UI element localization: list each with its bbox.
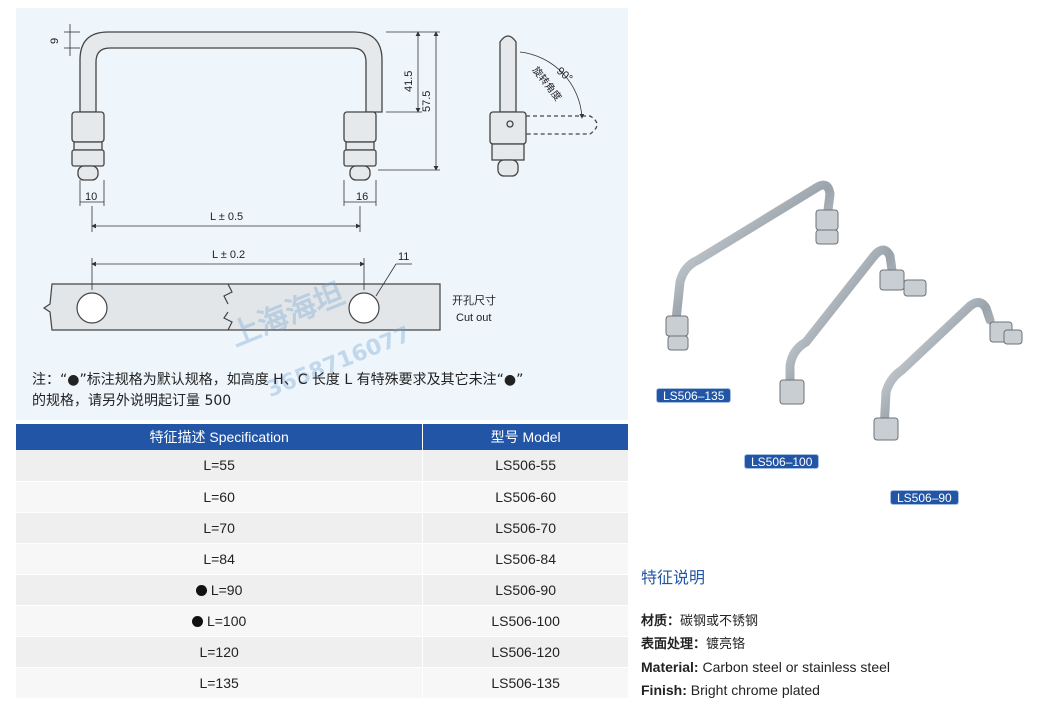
spec-value: L=55 (203, 457, 235, 474)
technical-drawing: 9 41.5 57.5 10 16 L ± 0.5 90° 旋转角度 L ± 0… (42, 24, 598, 331)
note-line-1: 注：“●”标注规格为默认规格，如高度 H、C 长度 L 有特殊要求及其它未注“●… (32, 372, 524, 388)
table-row: L=100 LS506-100 (16, 605, 628, 637)
model-cell: LS506-90 (422, 574, 628, 606)
material-cn-label: 材质： (641, 614, 681, 629)
drawing-panel (16, 8, 628, 420)
spec-value: L=120 (199, 643, 239, 660)
spec-cell: L=55 (16, 450, 424, 482)
model-cell: LS506-55 (422, 450, 628, 482)
cutout-label-cn: 开孔尺寸 (452, 294, 496, 307)
spec-value: L=60 (203, 488, 235, 505)
spec-cell: L=60 (16, 481, 424, 513)
spec-value: L=84 (203, 550, 235, 567)
handle-side-view (489, 35, 598, 177)
spec-cell: L=135 (16, 667, 424, 699)
dim-top-offset: 9 (49, 38, 61, 44)
table-row: L=84 LS506-84 (16, 543, 628, 575)
model-cell: LS506-70 (422, 512, 628, 544)
note-line-2: 的规格，请另外说明起订量 500 (32, 393, 232, 409)
spec-value: L=100 (206, 612, 247, 629)
spec-table: 特征描述 Specification 型号 Model L=55 LS506-55… (16, 424, 628, 699)
finish-cn-line: 表面处理：镀亮铬 (641, 633, 745, 652)
material-cn-value: 碳钢或不锈钢 (680, 614, 759, 629)
spec-cell: L=90 (16, 574, 424, 606)
product-photo (665, 180, 1023, 441)
model-cell: LS506-84 (422, 543, 628, 575)
dim-hole: 11 (398, 251, 409, 263)
table-row: L=70 LS506-70 (16, 512, 628, 544)
table-row: L=60 LS506-60 (16, 481, 628, 513)
material-en-line: Material: Carbon steel or stainless stee… (641, 659, 890, 675)
material-en-value: Carbon steel or stainless steel (702, 659, 891, 675)
spec-value: L=90 (210, 581, 243, 598)
photo-label-100: LS506–100 (744, 454, 820, 469)
material-en-label: Material: (641, 659, 699, 675)
model-cell: LS506-135 (422, 667, 628, 699)
spec-cell: L=100 (16, 605, 424, 637)
photo-label-90: LS506–90 (890, 490, 959, 505)
handle-front-view (71, 31, 383, 181)
finish-cn-label: 表面处理： (641, 637, 707, 652)
spec-cell: L=120 (16, 636, 424, 668)
header-model: 型号 Model (422, 424, 628, 450)
model-cell: LS506-60 (422, 481, 628, 513)
note-text: 注：“●”标注规格为默认规格，如高度 H、C 长度 L 有特殊要求及其它未注“●… (32, 370, 632, 412)
dim-length: L ± 0.5 (210, 211, 243, 223)
table-row: L=120 LS506-120 (16, 636, 628, 668)
material-cn-line: 材质：碳钢或不锈钢 (641, 610, 758, 629)
table-row: L=55 LS506-55 (16, 450, 628, 482)
default-dot-icon (191, 615, 203, 627)
dim-height-total: 57.5 (421, 91, 433, 112)
table-row: L=135 LS506-135 (16, 667, 628, 699)
finish-cn-value: 镀亮铬 (706, 637, 746, 652)
cutout-label-en: Cut out (456, 312, 492, 324)
dim-right-width: 16 (356, 191, 368, 203)
header-spec: 特征描述 Specification (16, 424, 424, 450)
cutout-plate (42, 283, 441, 331)
spec-value: L=135 (199, 674, 239, 691)
spec-value: L=70 (203, 519, 235, 536)
dim-cut-length: L ± 0.2 (212, 249, 245, 261)
dim-height-inner: 41.5 (403, 71, 415, 92)
finish-en-label: Finish: (641, 682, 687, 698)
table-row: L=90 LS506-90 (16, 574, 628, 606)
finish-en-value: Bright chrome plated (690, 682, 820, 698)
finish-en-line: Finish: Bright chrome plated (641, 682, 820, 698)
features-title: 特征说明 (641, 568, 706, 587)
table-header-row: 特征描述 Specification 型号 Model (16, 424, 628, 450)
spec-cell: L=84 (16, 543, 424, 575)
photo-label-135: LS506–135 (656, 388, 732, 403)
model-cell: LS506-120 (422, 636, 628, 668)
model-cell: LS506-100 (422, 605, 628, 637)
dim-left-width: 10 (85, 191, 97, 203)
default-dot-icon (195, 584, 207, 596)
spec-cell: L=70 (16, 512, 424, 544)
